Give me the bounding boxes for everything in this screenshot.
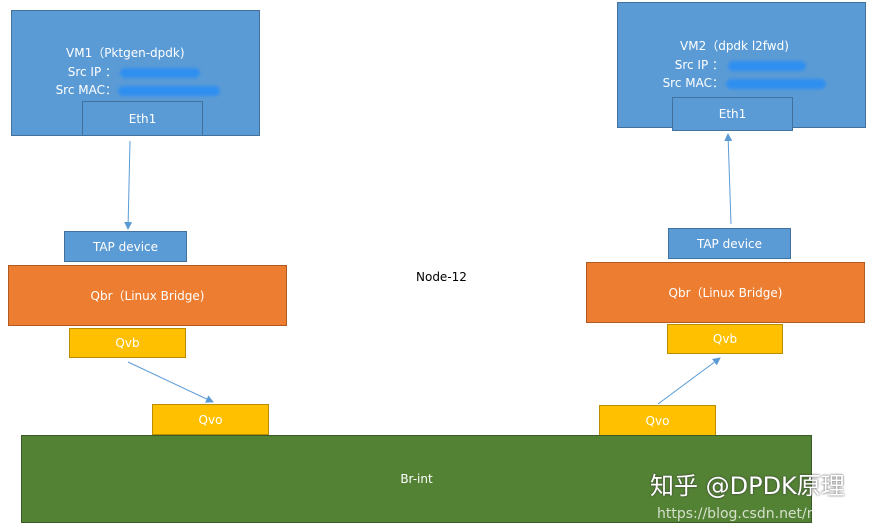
- vm1-src-ip-label: Src IP ：: [67, 65, 117, 79]
- arrow-qvo-to-qvb-right: [657, 357, 721, 405]
- left-qvo: Qvo: [152, 404, 269, 435]
- vm2-src-mac-label: Src MAC：: [662, 76, 724, 90]
- vm2-title: VM2（dpdk l2fwd): [680, 39, 789, 53]
- left-qbr-linux-bridge: Qbr（Linux Bridge): [8, 265, 287, 326]
- vm2-src-ip-label: Src IP ：: [674, 58, 724, 72]
- vm2-src-ip-redacted: [728, 61, 806, 71]
- arrow-tap-to-eth1: [724, 133, 733, 225]
- vm2-src-mac-redacted: [726, 79, 826, 89]
- vm1-src-mac-label: Src MAC：: [55, 83, 117, 97]
- vm2-eth1: Eth1: [672, 97, 793, 131]
- right-qvb: Qvb: [667, 324, 783, 354]
- vm1-eth1: Eth1: [82, 101, 203, 136]
- vm1-src-ip-redacted: [120, 68, 200, 78]
- arrow-qvb-to-qvo-left: [127, 361, 214, 403]
- br-int: Br-int: [21, 435, 812, 523]
- right-tap-device: TAP device: [668, 228, 791, 259]
- arrow-eth1-to-tap: [124, 140, 133, 230]
- left-qvb: Qvb: [69, 328, 186, 358]
- node-label: Node-12: [416, 270, 467, 284]
- vm1-src-mac-redacted: [118, 86, 220, 96]
- watermark-text: 知乎 @DPDK原理: [650, 472, 845, 500]
- left-tap-device: TAP device: [64, 231, 187, 262]
- vm1-title: VM1（Pktgen-dpdk): [66, 46, 185, 60]
- watermark-url: https://blog.csdn.net/minxihou: [657, 506, 872, 522]
- right-qbr-linux-bridge: Qbr（Linux Bridge): [586, 262, 865, 323]
